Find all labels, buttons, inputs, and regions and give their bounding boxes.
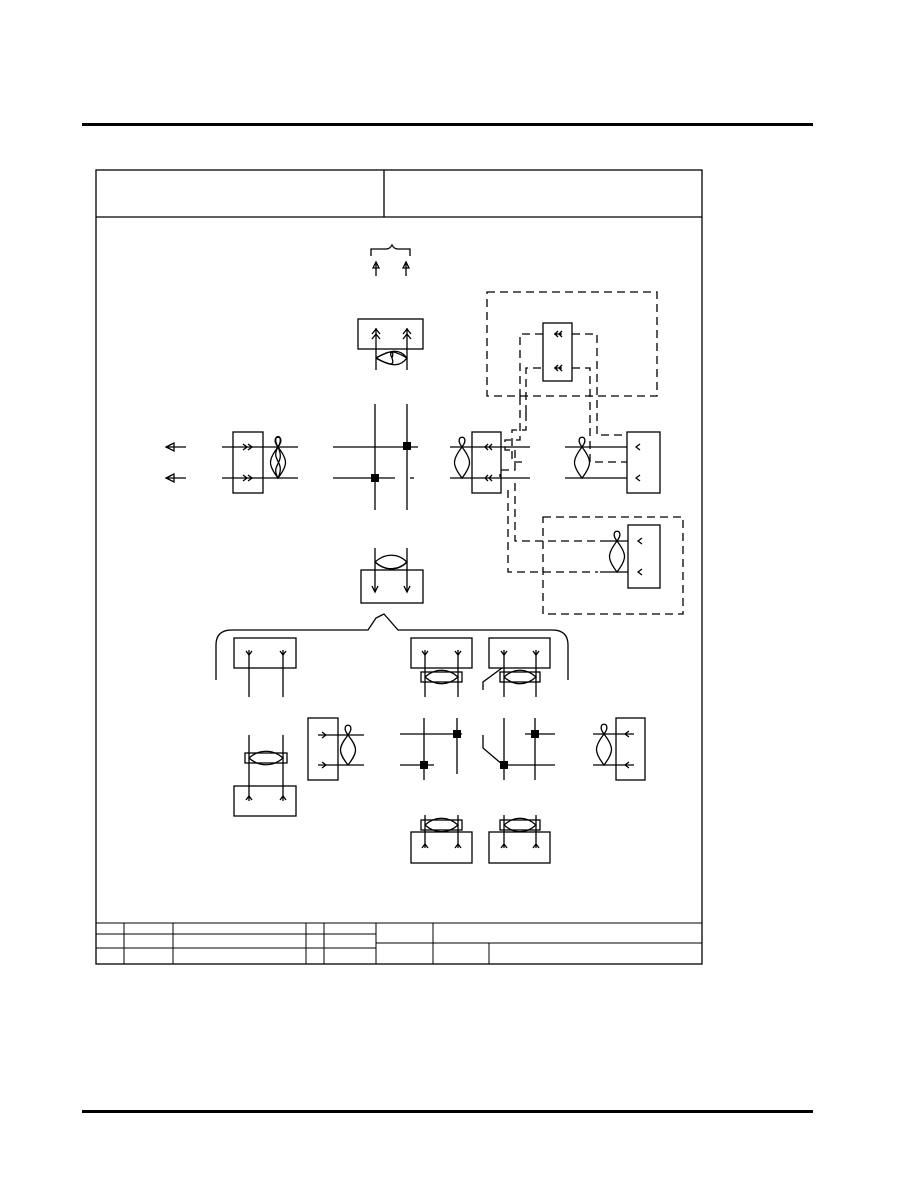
bottom-box-2 <box>488 815 551 864</box>
bottom-side-connector-right <box>593 717 646 781</box>
sheet-frame <box>95 169 703 965</box>
top-brace-arrows <box>370 243 411 276</box>
lower-left-receptacle-box <box>233 637 297 697</box>
dashed-assembly-lower <box>507 483 684 615</box>
lower-right-connector <box>600 524 661 589</box>
left-output-arrows <box>164 441 186 484</box>
distribution-bracket <box>215 613 569 680</box>
left-connector <box>222 431 298 494</box>
far-right-connector <box>565 431 661 494</box>
right-center-connector <box>450 431 530 494</box>
lower-middle-box-1 <box>410 637 473 697</box>
upper-center-connector <box>357 318 424 370</box>
bottom-junction-1 <box>400 718 462 780</box>
bottom-box-1 <box>410 815 473 864</box>
center-junction <box>333 404 418 510</box>
bottom-junction-2 <box>482 718 555 780</box>
title-block <box>96 922 702 964</box>
bottom-left-connector <box>233 735 297 817</box>
top-rule <box>82 123 813 126</box>
center-lower-connector <box>360 548 424 604</box>
upper-right-connector <box>542 322 573 382</box>
bottom-rule <box>82 1110 813 1113</box>
lower-middle-box-2 <box>482 637 551 697</box>
dashed-assembly-upper <box>486 291 658 477</box>
bottom-side-connector-left <box>307 717 364 781</box>
